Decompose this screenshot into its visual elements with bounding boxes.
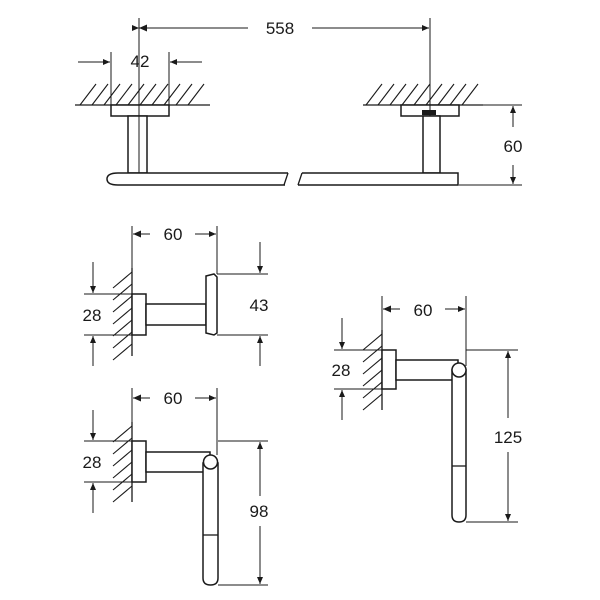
dim-28-large-ring-label: 28 xyxy=(332,361,351,380)
towel-bar-rod-left xyxy=(106,172,289,186)
dim-42-label: 42 xyxy=(131,52,150,71)
small-ring-body xyxy=(131,440,219,586)
dim-43-hook-label: 43 xyxy=(250,296,269,315)
dim-60-small-ring: 60 xyxy=(131,388,218,455)
hook-view: 60 28 43 xyxy=(83,225,268,366)
dim-28-small-ring-label: 28 xyxy=(83,453,102,472)
hook-body xyxy=(131,273,218,336)
towel-bar-rod-right xyxy=(297,172,459,186)
dim-42: 42 xyxy=(78,52,202,105)
wall-hatch-left xyxy=(75,83,210,106)
dim-125-large-ring-label: 125 xyxy=(494,428,522,447)
dim-28-small-ring: 28 xyxy=(83,410,132,513)
hook-wall-hatch xyxy=(112,268,133,361)
dim-60-large-ring: 60 xyxy=(381,296,467,366)
dim-98-small-ring-label: 98 xyxy=(250,502,269,521)
dim-558-label: 558 xyxy=(266,19,294,38)
dim-98-small-ring: 98 xyxy=(218,440,269,586)
dim-60-towel-bar-label: 60 xyxy=(504,137,523,156)
dim-558: 558 xyxy=(132,18,431,173)
towel-bar-view: 558 42 60 xyxy=(75,18,523,186)
small-ring-view: 60 28 98 xyxy=(83,388,269,586)
small-ring-wall-hatch xyxy=(112,422,133,503)
dim-60-towel-bar: 60 xyxy=(459,104,523,186)
dim-60-small-ring-label: 60 xyxy=(164,389,183,408)
dim-60-hook-label: 60 xyxy=(164,225,183,244)
dim-60-hook: 60 xyxy=(131,225,218,274)
dim-28-large-ring: 28 xyxy=(332,318,382,420)
towel-bar-left-bracket xyxy=(110,104,170,174)
dim-60-large-ring-label: 60 xyxy=(414,301,433,320)
dim-43-hook: 43 xyxy=(217,242,268,366)
wall-hatch-right xyxy=(363,83,483,106)
dim-28-hook: 28 xyxy=(83,262,132,366)
dim-28-hook-label: 28 xyxy=(83,306,102,325)
large-ring-view: 60 28 125 xyxy=(332,296,522,523)
dim-125-large-ring: 125 xyxy=(466,349,522,523)
large-ring-wall-hatch xyxy=(362,330,383,411)
large-ring-body xyxy=(381,349,467,523)
